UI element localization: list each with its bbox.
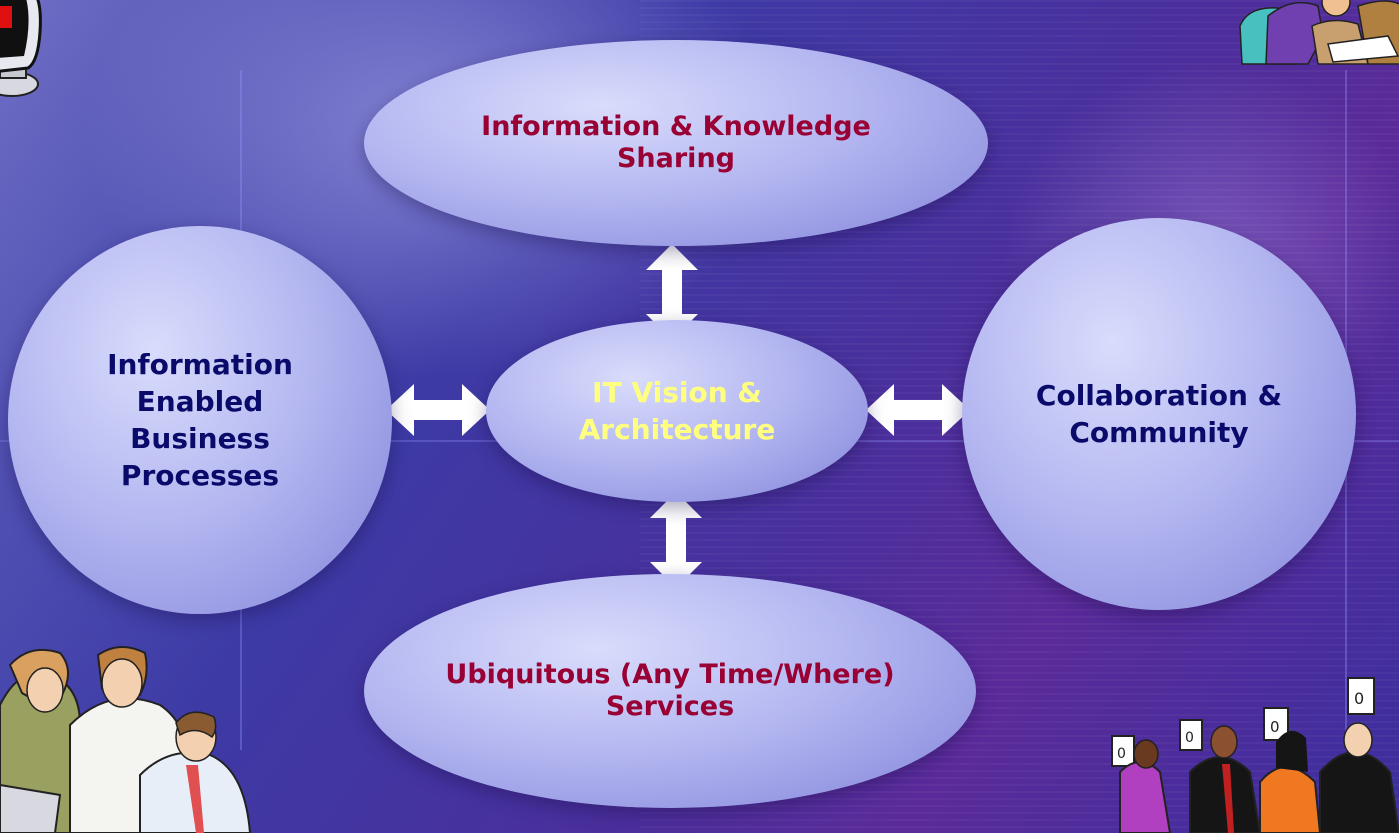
computer-monitor-icon xyxy=(0,0,42,97)
node-label: Ubiquitous (Any Time/Where) Services xyxy=(445,659,895,722)
svg-text:0: 0 xyxy=(1117,746,1126,762)
svg-text:0: 0 xyxy=(1354,689,1364,708)
node-label: Collaboration & Community xyxy=(1035,379,1283,449)
vertical-double-arrow-top xyxy=(646,244,698,340)
node-label: Information Enabled Business Processes xyxy=(107,348,293,492)
voting-crowd-icon: 0 0 0 0 xyxy=(1111,677,1399,833)
node-it-vision-architecture: IT Vision & Architecture xyxy=(486,320,868,502)
meeting-people-icon xyxy=(1239,0,1399,65)
vertical-double-arrow-bottom xyxy=(650,492,702,588)
horizontal-double-arrow-right xyxy=(866,384,970,436)
node-label: Information & Knowledge Sharing xyxy=(481,111,871,174)
node-information-enabled-business-processes: Information Enabled Business Processes xyxy=(8,226,392,614)
svg-text:0: 0 xyxy=(1185,730,1194,746)
node-ubiquitous-services: Ubiquitous (Any Time/Where) Services xyxy=(364,574,976,808)
svg-text:0: 0 xyxy=(1270,718,1280,736)
horizontal-double-arrow-left xyxy=(386,384,490,436)
node-label: IT Vision & Architecture xyxy=(578,376,776,446)
node-information-knowledge-sharing: Information & Knowledge Sharing xyxy=(364,40,988,246)
team-at-computer-icon xyxy=(0,646,252,833)
node-collaboration-community: Collaboration & Community xyxy=(962,218,1356,610)
